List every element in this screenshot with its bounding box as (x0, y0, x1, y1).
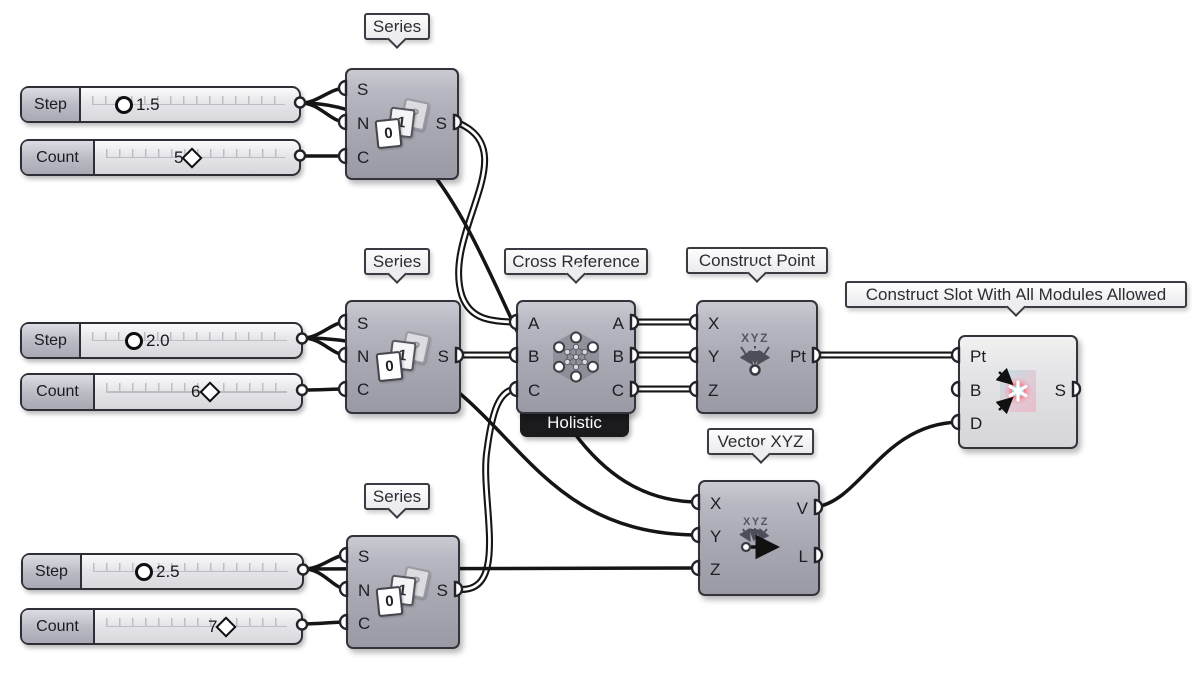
port-out[interactable]: C (611, 381, 624, 400)
slider-name-label: Step (22, 88, 81, 121)
slider-value: 2.5 (156, 561, 180, 581)
slider-value: 2.0 (146, 330, 170, 350)
series-icon: ?10 (375, 330, 431, 383)
vector-xyz-icon: XYZ (738, 516, 780, 560)
component-label-construct-slot: Construct Slot With All Modules Allowed (845, 281, 1187, 308)
number-slider-step-2[interactable]: Step 2.0 (20, 322, 303, 359)
component-construct-point[interactable]: X Y Z Pt XYZ (696, 300, 818, 414)
slider-value: 7 (208, 616, 218, 636)
slider-track[interactable] (92, 88, 285, 121)
wire-count2-to-series2-c[interactable] (302, 387, 347, 392)
component-series-2[interactable]: S N C S ?10 (345, 300, 461, 414)
slider-name-label: Count (22, 610, 95, 643)
slider-name-label: Step (23, 555, 82, 588)
slider-grip[interactable] (115, 95, 133, 114)
wire-count3-to-series3-c[interactable] (302, 620, 348, 626)
slider-track[interactable] (92, 324, 287, 357)
number-slider-count-3[interactable]: Count 7 (20, 608, 303, 645)
component-label-series-1: Series (364, 13, 430, 40)
slider-track[interactable] (106, 375, 287, 409)
wire-step3-to-series3-s[interactable] (303, 553, 348, 571)
port-out[interactable]: A (612, 314, 624, 333)
port-in[interactable]: C (357, 148, 370, 167)
number-slider-count-1[interactable]: Count 5 (20, 139, 301, 176)
component-label-vector-xyz: Vector XYZ (707, 428, 814, 455)
port-in[interactable]: Z (710, 560, 721, 579)
slider-grip[interactable] (125, 331, 143, 350)
port-in[interactable]: Z (708, 381, 719, 400)
series-icon: ?10 (375, 565, 431, 618)
component-label-series-3: Series (364, 483, 430, 510)
slider-track[interactable] (93, 555, 288, 588)
wire-core (455, 120, 518, 324)
wire-step3-to-series3-n[interactable] (303, 567, 348, 591)
construct-point-icon: XYZ (739, 331, 771, 376)
slider-value: 1.5 (136, 94, 160, 114)
slider-name-label: Count (22, 141, 95, 174)
wire-step2-to-series2-s[interactable] (302, 320, 347, 340)
series-icon: ?10 (374, 97, 430, 150)
number-slider-count-2[interactable]: Count 6 (20, 373, 303, 411)
port-in[interactable]: X (708, 314, 720, 333)
cross-reference-icon (553, 331, 599, 383)
component-label-cross-reference: Cross Reference (504, 248, 648, 275)
wire-core (455, 387, 518, 591)
component-construct-slot[interactable]: Pt B D S (958, 335, 1078, 449)
construct-slot-icon (996, 368, 1036, 414)
port-out[interactable]: S (435, 114, 447, 133)
port-in[interactable]: N (358, 581, 371, 600)
port-out[interactable]: L (798, 547, 808, 566)
port-out[interactable]: V (796, 499, 808, 518)
slider-name-label: Count (22, 375, 95, 409)
port-in[interactable]: S (357, 314, 369, 333)
slider-grip[interactable] (135, 562, 153, 581)
port-out[interactable]: S (437, 347, 449, 366)
component-series-3[interactable]: S N C S ?10 (346, 535, 460, 649)
component-vector-xyz[interactable]: X Y Z V L XYZ (698, 480, 820, 596)
svg-text:XYZ: XYZ (741, 331, 769, 345)
component-series-1[interactable]: S N C S ?10 (345, 68, 459, 180)
port-in[interactable]: N (357, 114, 370, 133)
port-in[interactable]: Pt (970, 347, 987, 366)
port-out[interactable]: Pt (789, 347, 806, 366)
slider-value: 5 (174, 147, 184, 167)
port-out[interactable]: S (436, 581, 448, 600)
port-in[interactable]: S (357, 80, 369, 99)
slider-name-label: Step (22, 324, 81, 357)
port-in[interactable]: B (528, 347, 540, 366)
port-in[interactable]: N (357, 347, 370, 366)
wire-vector-v-to-slot-d[interactable] (815, 420, 960, 509)
port-in[interactable]: D (970, 414, 983, 433)
component-cross-reference[interactable]: A B C A B C (516, 300, 636, 414)
port-in[interactable]: X (710, 494, 722, 513)
port-in[interactable]: Y (708, 347, 720, 366)
port-in[interactable]: Y (710, 527, 722, 546)
port-out[interactable]: B (612, 347, 624, 366)
slider-value: 6 (191, 382, 201, 401)
port-in[interactable]: C (528, 381, 541, 400)
number-slider-step-1[interactable]: Step 1.5 (20, 86, 301, 123)
component-label-series-2: Series (364, 248, 430, 275)
port-in[interactable]: C (357, 380, 370, 399)
port-out[interactable]: S (1054, 381, 1066, 400)
slider-track[interactable] (106, 610, 287, 643)
port-in[interactable]: A (528, 314, 540, 333)
port-in[interactable]: B (970, 381, 982, 400)
number-slider-step-3[interactable]: Step 2.5 (21, 553, 304, 590)
port-in[interactable]: S (358, 547, 370, 566)
svg-text:XYZ: XYZ (743, 516, 769, 528)
wire-step1-to-series1-s[interactable] (300, 86, 347, 105)
port-in[interactable]: C (358, 614, 371, 633)
component-label-construct-point: Construct Point (686, 247, 828, 274)
